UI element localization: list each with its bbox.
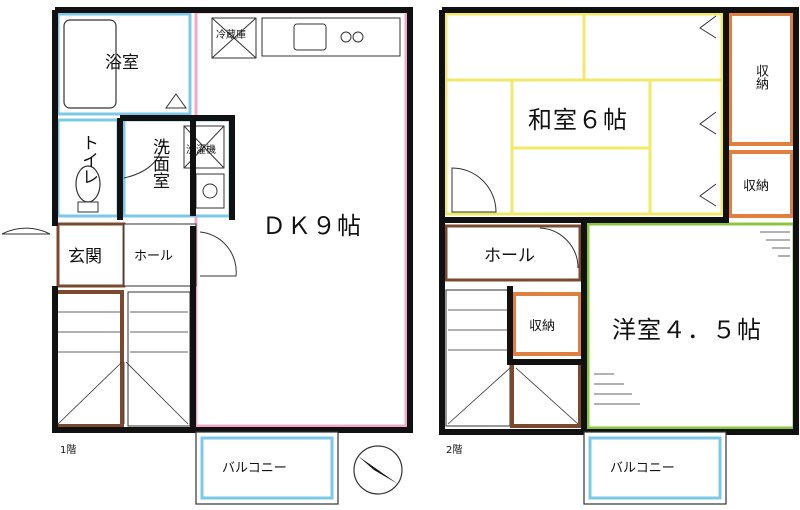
floor-2 xyxy=(439,7,799,505)
washitsu-label: 和室６帖 xyxy=(528,106,628,134)
storage-top xyxy=(728,12,794,146)
entrance-area xyxy=(56,222,126,288)
balcony-label-2f: バルコニー xyxy=(610,461,675,476)
north-arrow-icon xyxy=(353,445,403,495)
bath-label: 浴室 xyxy=(105,53,139,73)
bath-door-mark xyxy=(165,93,187,109)
bath-room xyxy=(56,12,192,116)
hall-label-1f: ホール xyxy=(134,249,174,264)
floor-1 xyxy=(1,7,413,505)
hall-area-2f xyxy=(444,224,582,282)
washing-machine-label: 洗濯機 xyxy=(186,145,216,156)
fridge-label: 冷蔵庫 xyxy=(216,30,246,41)
sink xyxy=(293,23,327,51)
stairs-1f-left xyxy=(54,290,124,428)
balcony-label-1f: バルコニー xyxy=(222,461,287,476)
dk-label: ＤＫ９帖 xyxy=(262,212,362,240)
storage-mid-label: 収納 xyxy=(743,179,770,194)
floor2-label: 2階 xyxy=(446,445,463,456)
washitsu-door-swing xyxy=(451,167,497,213)
washroom-label: 洗面室 xyxy=(149,138,169,189)
stove-burner-1 xyxy=(340,31,352,43)
storage-stair xyxy=(512,292,582,356)
storage-stair-label: 収納 xyxy=(529,319,556,334)
hall-label-2f: ホール xyxy=(484,246,535,266)
bathtub xyxy=(63,19,117,109)
entrance-door-swing xyxy=(1,227,51,235)
storage-top-label: 収納 xyxy=(753,64,768,90)
kitchen-counter xyxy=(261,17,401,57)
toilet-tank xyxy=(77,201,99,213)
stairs-1f-right xyxy=(127,291,191,427)
fridge-box xyxy=(211,17,257,59)
toilet-room xyxy=(56,118,120,218)
floor1-label: 1階 xyxy=(60,445,77,456)
toilet-label: トイレ xyxy=(78,134,98,185)
hall-door-swing xyxy=(199,231,237,277)
entrance-label: 玄関 xyxy=(68,247,102,267)
youshitsu-label: 洋室４．５帖 xyxy=(612,316,762,344)
storage-mid xyxy=(728,150,794,218)
stove-burner-2 xyxy=(352,31,364,43)
stairs-2f xyxy=(445,289,511,427)
washing-machine-box xyxy=(183,125,225,169)
